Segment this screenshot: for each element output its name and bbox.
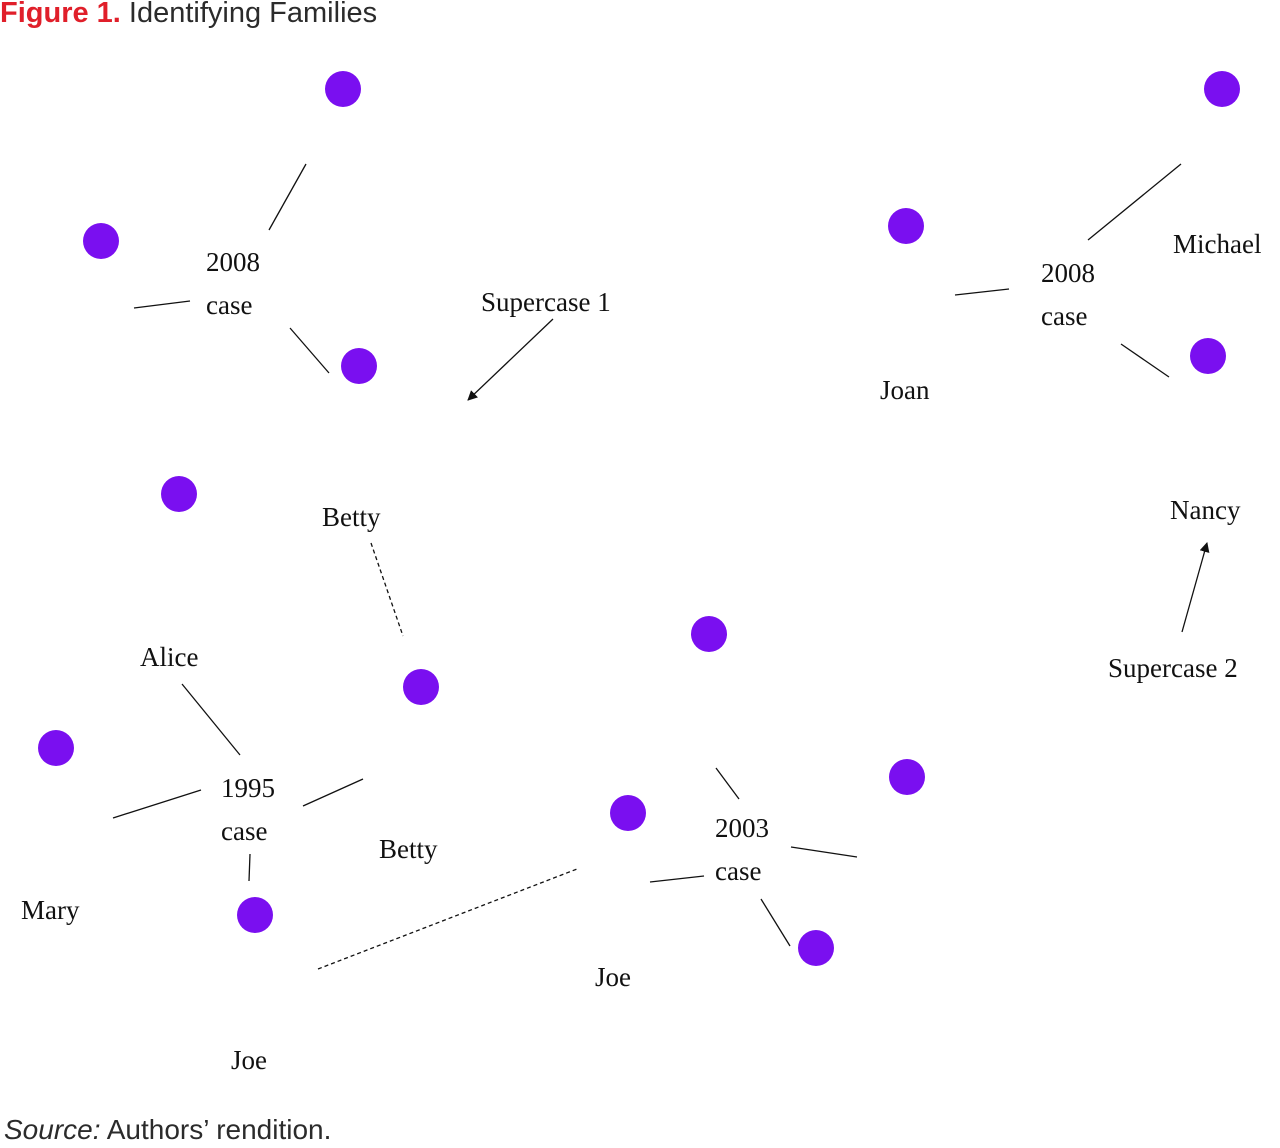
case-2003-year: 2003 bbox=[715, 813, 769, 843]
name-mary: Mary bbox=[21, 895, 80, 925]
link-1995-alice bbox=[181, 683, 241, 756]
arrow-supercase-2 bbox=[1181, 542, 1210, 633]
link-2003-right bbox=[790, 846, 858, 858]
person-figure-betty bbox=[387, 669, 455, 809]
figure-number: Figure 1. bbox=[0, 0, 121, 29]
name-joe-2003: Joe bbox=[595, 962, 631, 992]
person-figure-joe bbox=[221, 897, 289, 1037]
name-nancy: Nancy bbox=[1170, 495, 1241, 525]
name-joan: Joan bbox=[880, 375, 930, 405]
link-1995-mary bbox=[112, 789, 202, 819]
person-figure bbox=[67, 223, 135, 363]
link-2008-right-joan bbox=[954, 288, 1010, 296]
figure-caption: Figure 1. Identifying Families bbox=[0, 0, 377, 32]
person-figure-joan bbox=[872, 208, 940, 348]
supercase-1-label: Supercase 1 bbox=[481, 287, 611, 317]
name-betty-1995: Betty bbox=[379, 834, 438, 864]
link-2003-top bbox=[715, 767, 740, 800]
link-2008-left-betty bbox=[289, 327, 330, 374]
link-2008-right-michael bbox=[1087, 163, 1182, 241]
link-2003-bottom bbox=[760, 898, 791, 947]
person-figure-nancy bbox=[1174, 338, 1242, 478]
source-text: Authors’ rendition. bbox=[106, 1114, 332, 1145]
link-betty-identity bbox=[370, 542, 404, 637]
name-alice: Alice bbox=[140, 642, 198, 672]
link-2008-right-nancy bbox=[1120, 343, 1170, 378]
source-label: Source: bbox=[4, 1114, 101, 1145]
arrow-supercase-1 bbox=[467, 318, 554, 401]
person-figure bbox=[782, 930, 850, 1070]
person-figure bbox=[873, 759, 941, 899]
supercase-2-label: Supercase 2 bbox=[1108, 653, 1238, 683]
link-1995-joe bbox=[248, 853, 251, 882]
name-betty-top: Betty bbox=[322, 502, 381, 532]
case-1995-word: case bbox=[221, 816, 267, 846]
case-1995-year: 1995 bbox=[221, 773, 275, 803]
person-figure bbox=[309, 71, 377, 211]
person-figure-alice bbox=[145, 476, 213, 616]
link-2008-left-top bbox=[268, 163, 307, 231]
person-figure-betty bbox=[325, 348, 393, 488]
case-2003-word: case bbox=[715, 856, 761, 886]
case-2008-right-year: 2008 bbox=[1041, 258, 1095, 288]
person-figure-joe bbox=[594, 795, 662, 935]
link-2003-joe bbox=[649, 875, 705, 883]
source-note: Source: Authors’ rendition. bbox=[4, 1112, 331, 1148]
case-2008-right-word: case bbox=[1041, 301, 1087, 331]
case-2008-left-word: case bbox=[206, 290, 252, 320]
link-joe-identity bbox=[317, 868, 578, 970]
person-figure bbox=[675, 616, 743, 756]
link-2008-left-left bbox=[133, 300, 191, 309]
person-figure-mary bbox=[22, 730, 90, 870]
name-michael: Michael bbox=[1173, 229, 1261, 259]
person-figure-michael bbox=[1188, 71, 1256, 211]
figure-title: Identifying Families bbox=[128, 0, 378, 29]
name-joe-1995: Joe bbox=[231, 1045, 267, 1075]
case-2008-left-year: 2008 bbox=[206, 247, 260, 277]
link-1995-betty bbox=[302, 778, 364, 807]
